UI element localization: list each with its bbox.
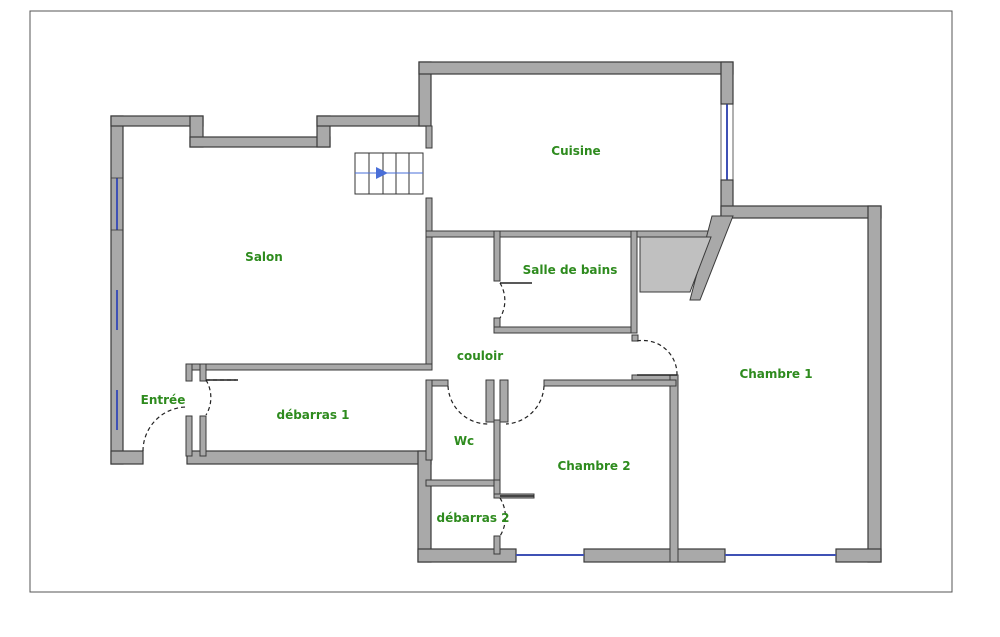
window-gaps bbox=[110, 103, 734, 231]
room-labels: Salon Cuisine Salle de bains couloir Cha… bbox=[141, 144, 813, 525]
interior-walls bbox=[185, 125, 734, 563]
label-couloir: couloir bbox=[457, 349, 503, 363]
label-chambre-2: Chambre 2 bbox=[557, 459, 630, 473]
staircase-icon bbox=[354, 152, 424, 195]
technical-shaft bbox=[639, 236, 712, 293]
label-salon: Salon bbox=[245, 250, 283, 264]
label-chambre-1: Chambre 1 bbox=[739, 367, 812, 381]
windows bbox=[116, 104, 836, 556]
label-wc: Wc bbox=[454, 434, 474, 448]
drawing-frame bbox=[29, 10, 953, 593]
label-salle-de-bains: Salle de bains bbox=[523, 263, 618, 277]
label-entree: Entrée bbox=[141, 393, 186, 407]
label-debarras-2: débarras 2 bbox=[436, 511, 509, 525]
doors bbox=[142, 282, 678, 537]
label-cuisine: Cuisine bbox=[551, 144, 600, 158]
door-leaves bbox=[206, 282, 677, 497]
label-debarras-1: débarras 1 bbox=[276, 408, 349, 422]
